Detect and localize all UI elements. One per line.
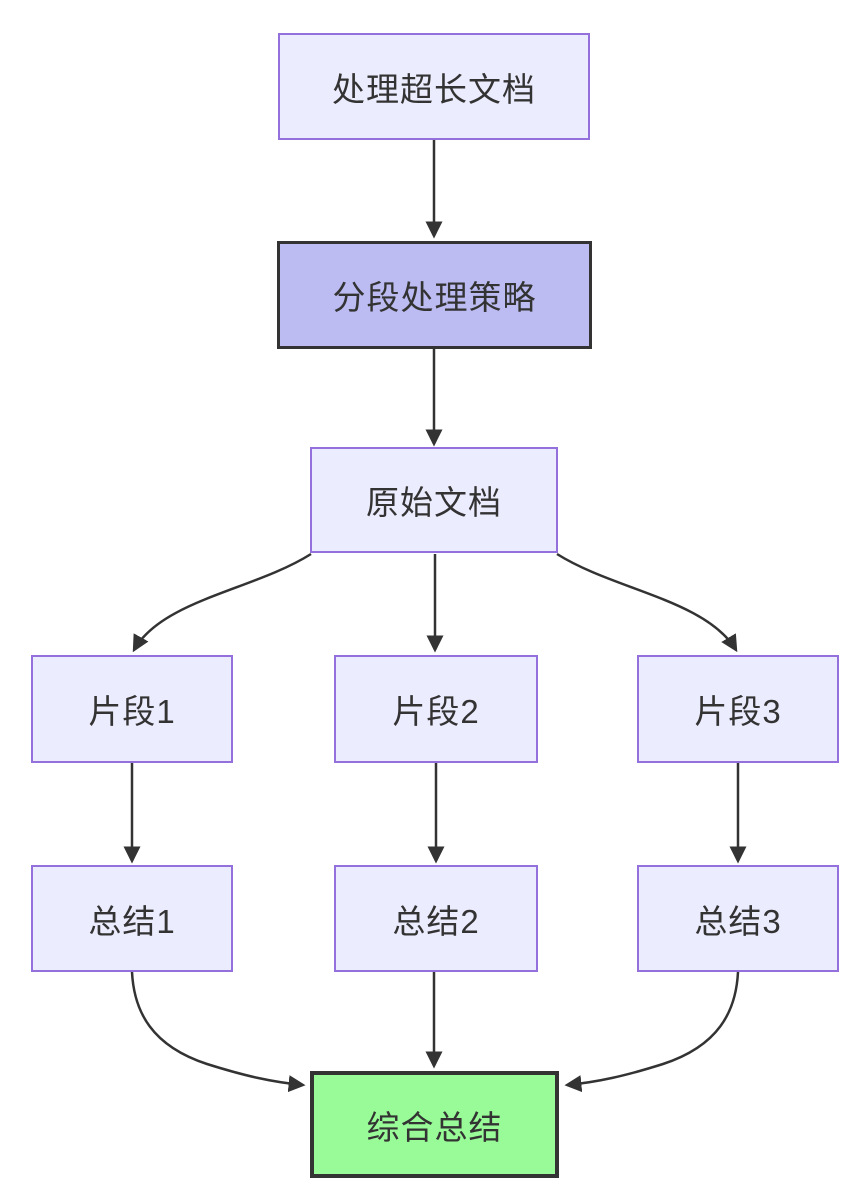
node-process-long-doc: 处理超长文档 [278, 33, 590, 140]
node-label: 综合总结 [366, 1108, 503, 1146]
node-summary-1: 总结1 [31, 865, 233, 972]
edge-summary3-to-final [564, 971, 740, 1093]
edge-original-to-fragment3 [556, 552, 738, 653]
node-label: 总结1 [88, 902, 176, 940]
node-summary-2: 总结2 [334, 865, 538, 972]
node-label: 总结2 [392, 902, 480, 940]
node-final-summary: 综合总结 [310, 1071, 559, 1178]
node-label: 分段处理策略 [332, 279, 537, 316]
node-fragment-1: 片段1 [31, 655, 233, 763]
node-fragment-2: 片段2 [334, 655, 538, 763]
node-label: 片段1 [88, 693, 176, 730]
edge-summary1-to-final [130, 971, 306, 1093]
node-label: 原始文档 [366, 484, 502, 521]
node-label: 片段2 [392, 693, 480, 730]
node-label: 处理超长文档 [332, 70, 536, 108]
node-original-document: 原始文档 [310, 447, 558, 553]
node-label: 总结3 [694, 902, 782, 940]
node-label: 片段3 [694, 693, 782, 730]
node-segmentation-strategy: 分段处理策略 [277, 241, 592, 349]
node-fragment-3: 片段3 [637, 655, 839, 763]
node-summary-3: 总结3 [637, 865, 839, 972]
edge-original-to-fragment1 [132, 552, 312, 653]
